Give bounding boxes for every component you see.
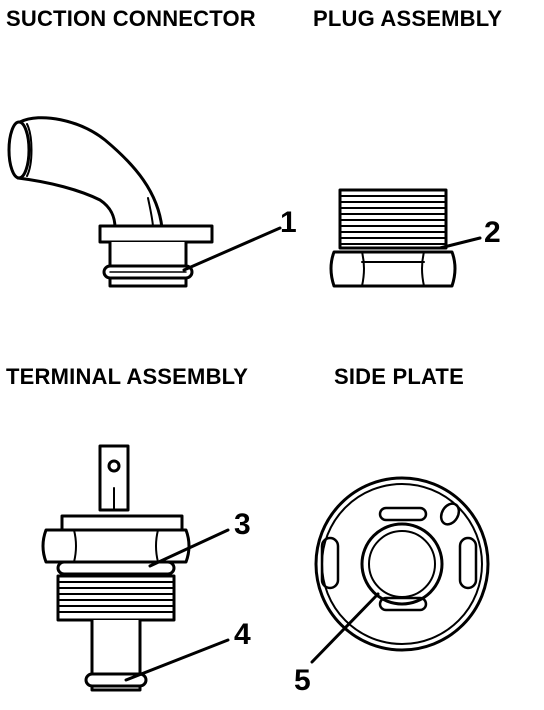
heading-plug-assembly: PLUG ASSEMBLY (313, 6, 503, 31)
plug-assembly-drawing (329, 188, 482, 288)
suction-connector-drawing (7, 116, 282, 288)
callout-5: 5 (294, 664, 311, 697)
callout-1: 1 (280, 206, 297, 239)
side-plate-drawing (310, 476, 490, 664)
callout-2: 2 (484, 216, 501, 249)
terminal-assembly-drawing (41, 444, 230, 692)
callout-3: 3 (234, 508, 251, 541)
heading-suction-connector: SUCTION CONNECTOR (6, 6, 256, 31)
heading-side-plate: SIDE PLATE (334, 364, 464, 389)
heading-terminal-assembly: TERMINAL ASSEMBLY (6, 364, 249, 389)
callout-4: 4 (234, 618, 251, 651)
